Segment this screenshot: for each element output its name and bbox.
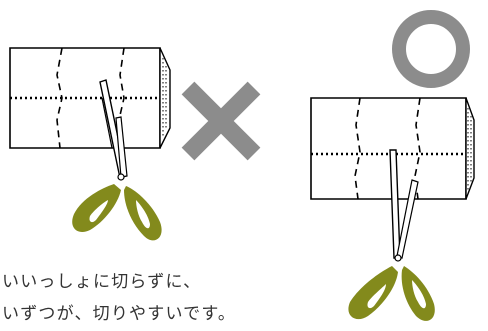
right-scissors-icon <box>348 149 435 321</box>
caption-line-2: いずつが、切りやすいです。 <box>2 304 237 324</box>
circle-mark-icon <box>392 10 470 88</box>
left-scissors-icon <box>72 79 162 241</box>
left-folded-paper <box>9 47 171 149</box>
caption-line-1: いいっしょに切らずに、 <box>2 272 202 292</box>
right-folded-paper <box>310 97 475 200</box>
x-mark-icon <box>181 81 261 161</box>
